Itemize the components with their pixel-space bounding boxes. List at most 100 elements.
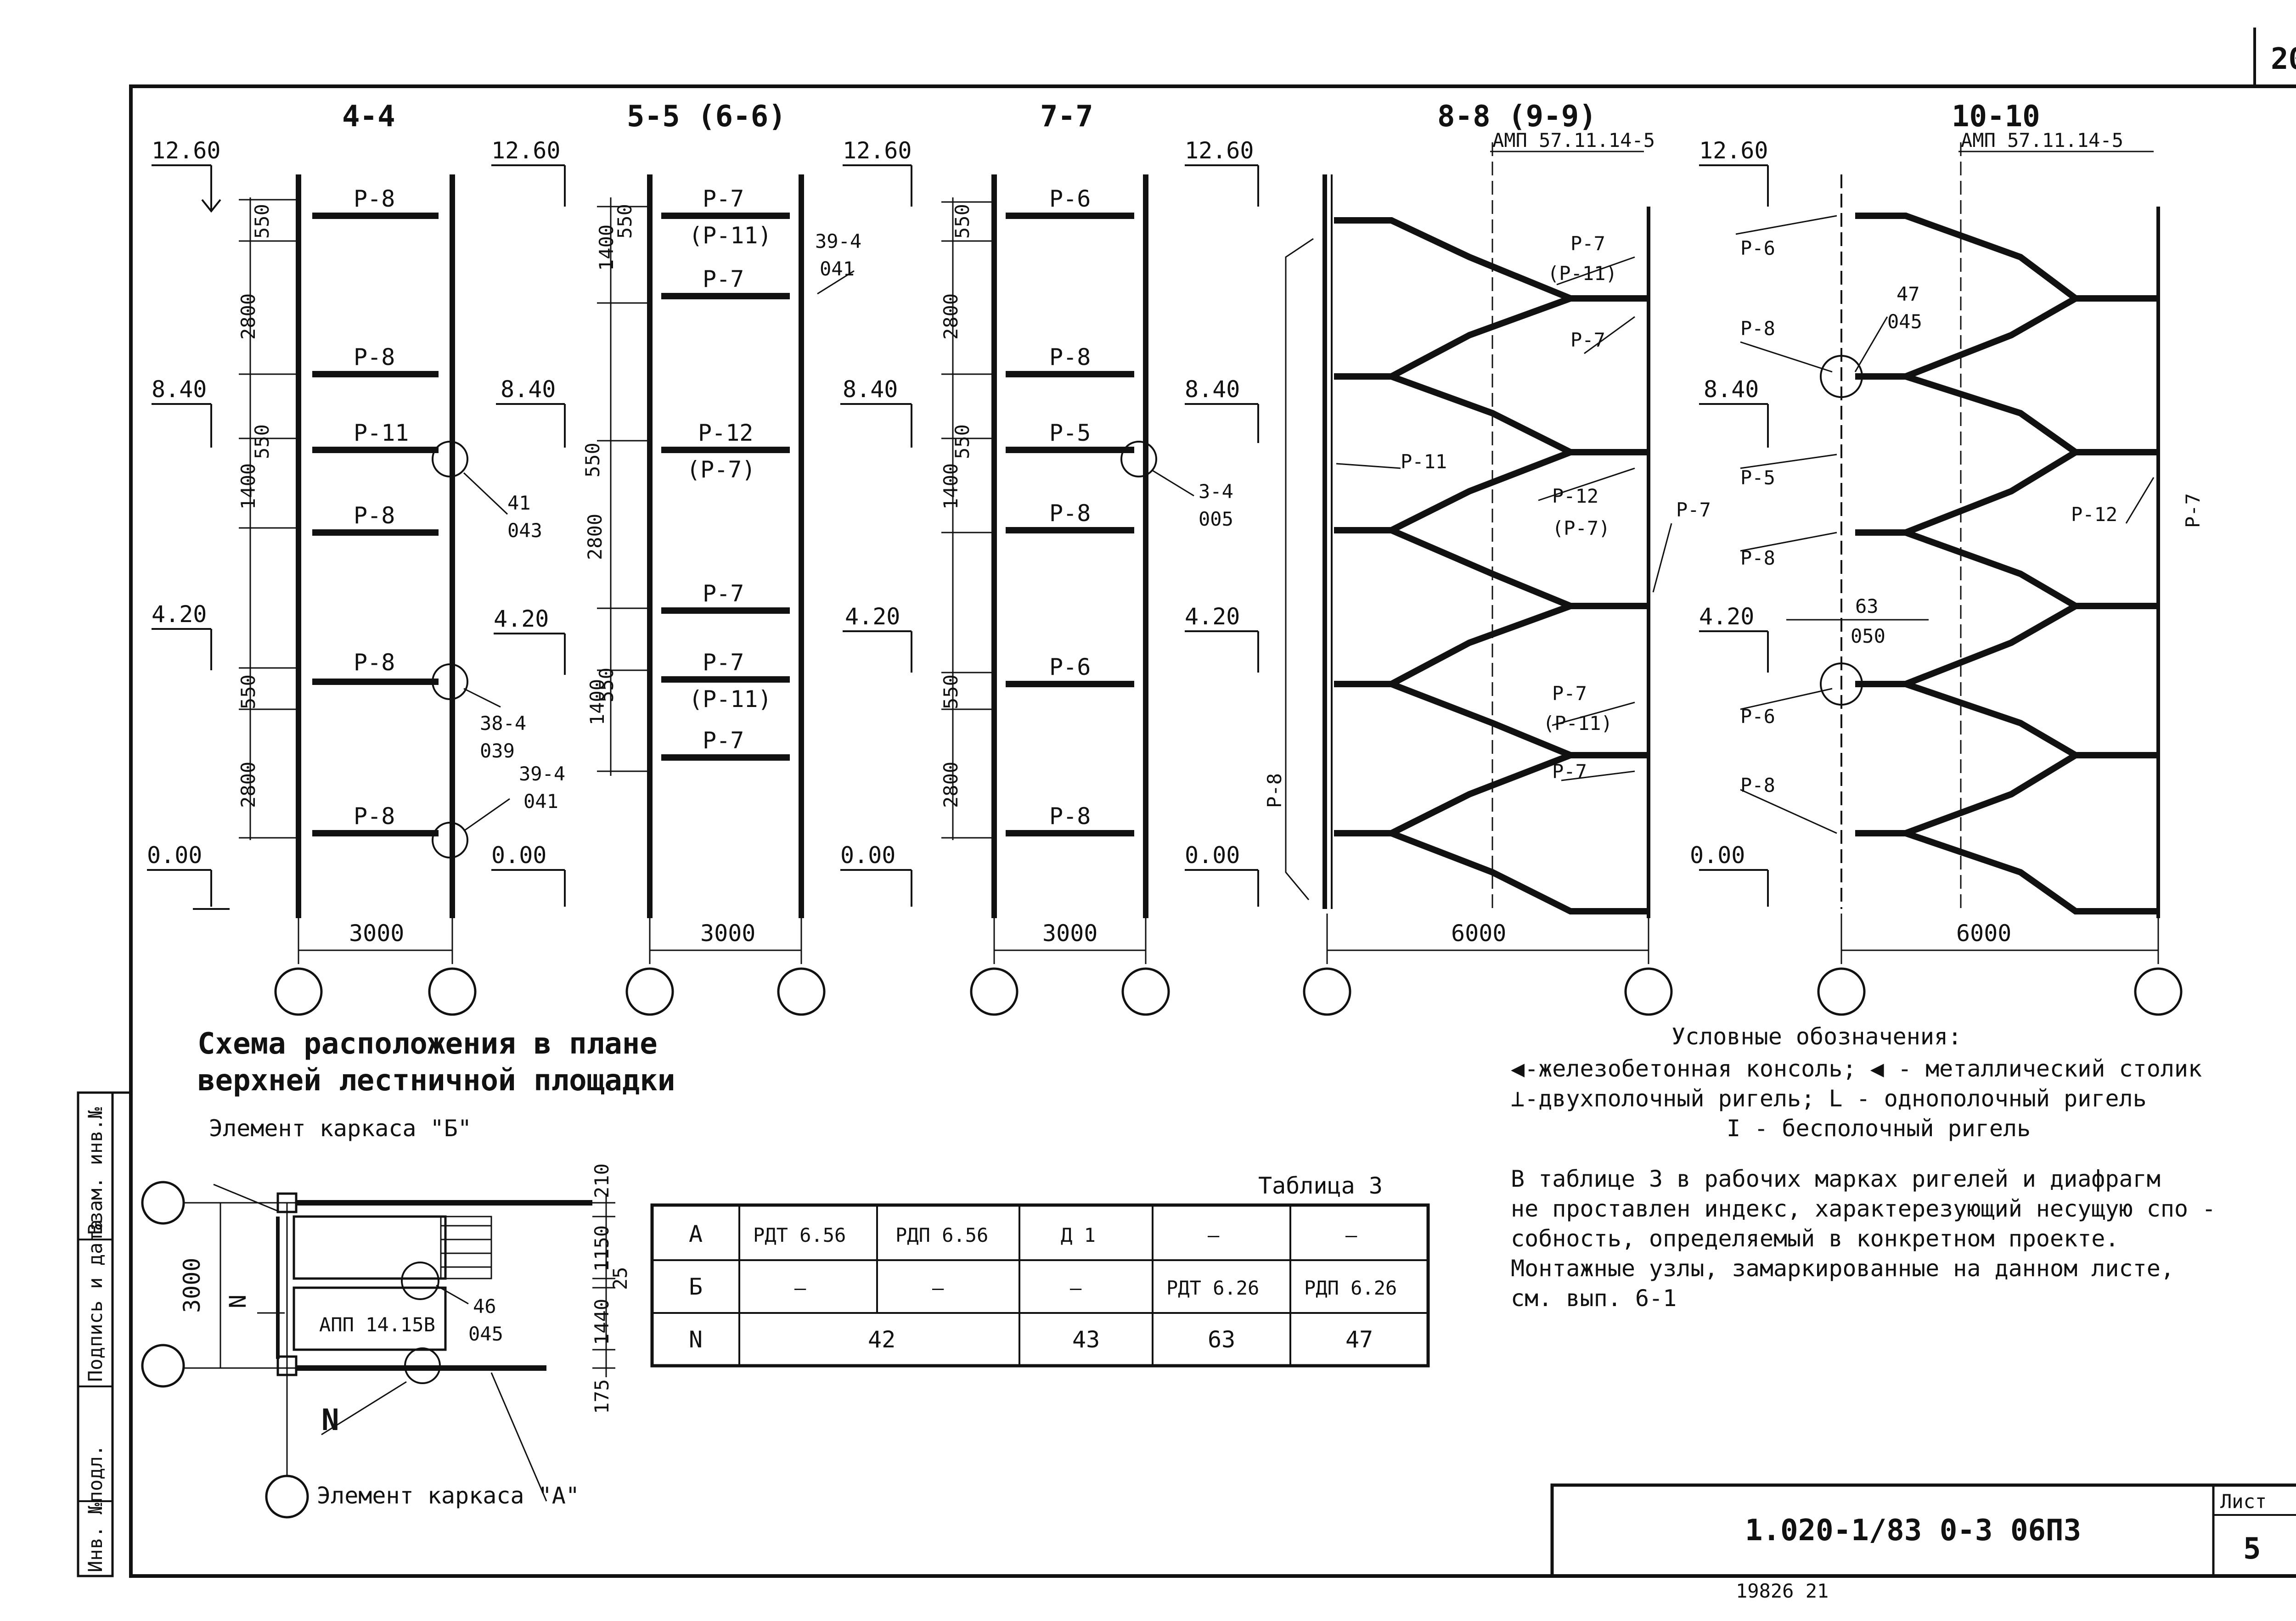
legend-line: ⊥-двухполочный ригель; L - однополочный … xyxy=(1511,1085,2147,1112)
table-cell: — xyxy=(1208,1224,1220,1246)
dim-label: 2800 xyxy=(237,293,259,340)
span-dim: 3000 xyxy=(1042,920,1097,947)
level-mark: 4.20 xyxy=(152,601,207,628)
plan-heading: Схема расположения в плане xyxy=(197,1027,658,1061)
beam-label: (Р-11) xyxy=(689,222,772,249)
span-dim: 3000 xyxy=(349,920,404,947)
section-title: 7-7 xyxy=(1040,100,1093,134)
table-cell: — xyxy=(1345,1224,1357,1246)
beam-label: Р-7 xyxy=(1570,329,1605,351)
node-bottom: 039 xyxy=(480,740,515,762)
note-line: В таблице 3 в рабочих марках ригелей и д… xyxy=(1511,1166,2161,1192)
beam-label: Р-8 xyxy=(354,502,395,529)
beam-label: Р-7 xyxy=(1570,232,1605,255)
section-title: 4-4 xyxy=(342,100,395,134)
section-10-10 xyxy=(1699,142,2183,1016)
bottom-note: 19826 21 xyxy=(1736,1580,1829,1602)
beam-label: Р-8 xyxy=(354,649,395,676)
note-line: собность, определяемый в конкретном прое… xyxy=(1511,1225,2119,1252)
node-top: 39-4 xyxy=(815,230,861,252)
dim-label: 550 xyxy=(951,424,974,459)
level-mark: 4.20 xyxy=(1699,603,1754,630)
section-7-7 xyxy=(840,164,1194,1016)
beam-label: Р-5 xyxy=(1049,420,1091,446)
node-bottom: 050 xyxy=(1851,625,1885,647)
section-title: 8-8 (9-9) xyxy=(1437,100,1597,134)
dim-label: 550 xyxy=(595,667,618,702)
beam-label: Р-7 xyxy=(1676,499,1711,521)
legend-line: I - бесполочный ригель xyxy=(1727,1115,2031,1142)
table-row-head: А xyxy=(689,1221,703,1247)
plan-mark: АПП 14.15В xyxy=(319,1313,435,1336)
table-row-head: Б xyxy=(689,1273,703,1300)
beam-label: (Р-11) xyxy=(689,686,772,712)
element-b-label: Элемент каркаса "Б" xyxy=(209,1115,472,1142)
dim-label: 550 xyxy=(251,424,273,459)
legend: Условные обозначения: ◀-железобетонная к… xyxy=(1511,1023,2202,1142)
beam-label: Р-12 xyxy=(698,420,753,446)
section-5-5-labels: 5-5 (6-6) 12.60 8.40 4.20 0.00 Р-7 (Р-11… xyxy=(491,100,861,947)
table-cell: — xyxy=(794,1277,806,1299)
beam-label: Р-8 xyxy=(1049,344,1091,370)
beam-label: Р-12 xyxy=(1552,485,1598,507)
dim-label: 1400 xyxy=(940,463,962,510)
node-top: 41 xyxy=(507,492,531,514)
plan-heading: верхней лестничной площадки xyxy=(197,1064,675,1098)
level-mark: 8.40 xyxy=(1704,376,1759,403)
plan-scheme-labels: Схема расположения в плане верхней лестн… xyxy=(179,1027,675,1509)
dim-label: 2800 xyxy=(940,293,962,340)
beam-label: Р-8 xyxy=(1740,317,1775,340)
beam-label: (Р-11) xyxy=(1548,262,1617,285)
stamp-replace: Взам. инв.№ xyxy=(84,1107,107,1235)
plan-dim: 25 xyxy=(609,1267,631,1290)
beam-label: Р-8 xyxy=(1740,774,1775,796)
sheet-number: 5 xyxy=(2243,1532,2261,1566)
node-top: 3-4 xyxy=(1199,480,1233,503)
table-3-text: Таблица 3 А РДТ 6.56 РДП 6.56 Д 1 — — Б … xyxy=(689,1172,1397,1353)
level-mark: 0.00 xyxy=(840,842,895,869)
beam-label: Р-6 xyxy=(1049,654,1091,680)
table-row-head: N xyxy=(689,1326,703,1353)
dim-label: 550 xyxy=(237,674,259,709)
stamp-inv: Инв. №подл. xyxy=(84,1445,107,1572)
beam-label: Р-6 xyxy=(1740,705,1775,728)
level-mark: 0.00 xyxy=(491,842,546,869)
dim-label: 2800 xyxy=(940,762,962,808)
beam-label: Р-6 xyxy=(1049,185,1091,212)
beam-label: Р-8 xyxy=(1263,773,1286,808)
table-cell: 42 xyxy=(868,1326,895,1353)
level-mark: 0.00 xyxy=(1185,842,1240,869)
beam-label: Р-8 xyxy=(1049,803,1091,830)
node-bottom: 005 xyxy=(1199,508,1233,530)
span-dim: 6000 xyxy=(1451,920,1506,947)
node-top: 46 xyxy=(473,1295,496,1318)
plan-dim: 175 xyxy=(591,1379,613,1414)
level-mark: 8.40 xyxy=(501,376,556,403)
section-4-4 xyxy=(147,164,510,1016)
element-mark: АМП 57.11.14-5 xyxy=(1492,129,1655,151)
stamp-sign: Подпись и дата xyxy=(84,1219,107,1382)
plan-dim: 210 xyxy=(591,1163,613,1198)
level-mark: 0.00 xyxy=(1690,842,1745,869)
beam-label: (Р-7) xyxy=(687,456,756,483)
section-title: 5-5 (6-6) xyxy=(627,100,786,134)
table-cell: Д 1 xyxy=(1061,1224,1096,1246)
section-8-8 xyxy=(1185,142,1673,1016)
level-mark: 8.40 xyxy=(843,376,898,403)
node-top: 47 xyxy=(1896,283,1920,305)
node-bottom: 041 xyxy=(523,790,558,813)
table-caption: Таблица 3 xyxy=(1258,1172,1383,1199)
level-mark: 12.60 xyxy=(843,137,912,164)
node-top: 38-4 xyxy=(480,712,526,735)
plan-scheme xyxy=(141,1181,615,1519)
note-line: не проставлен индекс, характерезующий не… xyxy=(1511,1195,2216,1222)
dim-label: 550 xyxy=(251,204,273,239)
beam-label: (Р-11) xyxy=(1543,712,1613,735)
table-3 xyxy=(650,1203,1430,1368)
title-block-code: 1.020-1/83 0-3 06П3 xyxy=(1745,1514,2081,1548)
level-mark: 8.40 xyxy=(152,376,207,403)
node-bottom: 045 xyxy=(1887,310,1922,333)
beam-label: Р-7 xyxy=(1552,682,1587,705)
level-mark: 4.20 xyxy=(845,603,900,630)
